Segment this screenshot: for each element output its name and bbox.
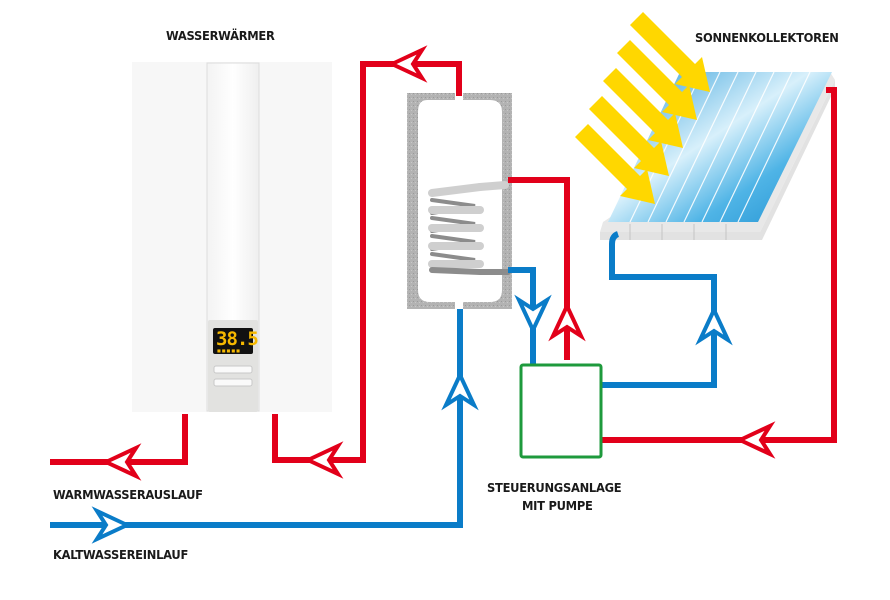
flow-arrow-up-icon [548,301,586,342]
heater-button-up[interactable] [213,365,253,374]
heat-exchanger-coil [428,181,511,275]
flow-arrow-down-icon [514,294,552,335]
control-unit-box [519,363,603,459]
sun-rays [575,12,710,204]
solar-return-pipe [602,87,837,443]
sun-ray-icon [630,12,710,92]
flow-arrow-left-icon [303,441,344,479]
hot-water-outlet-pipe [50,414,188,465]
flow-arrow-right-icon [91,506,132,544]
temperature-readout: 38.5 [216,328,259,350]
tank-to-heater-pipe [272,61,462,463]
flow-arrow-left-icon [387,45,428,83]
flow-arrow-up-icon [695,305,733,346]
solar-collector [600,71,835,240]
sun-ray-icon [575,124,655,204]
sun-ray-icon [589,96,669,176]
label-control-unit-line2: MIT PUMPE [522,498,593,513]
storage-tank [407,93,512,309]
label-control-unit-line1: STEUERUNGSANLAGE [487,480,622,495]
flow-arrow-left-icon [735,421,776,459]
heater-button-down[interactable] [213,378,253,387]
sun-ray-icon [617,40,697,120]
collector-frame-ribs [629,224,727,240]
heater-display: 38.5 ■■■■■ [213,328,259,354]
label-hot-water-outlet: WARMWASSERAUSLAUF [53,487,203,502]
tank-insulation-left [407,93,455,309]
solar-feed-pipe [602,231,717,388]
label-cold-water-inlet: KALTWASSEREINLAUF [53,547,189,562]
label-solar-collectors: SONNENKOLLEKTOREN [695,30,839,45]
flow-arrow-left-icon [101,443,142,481]
coil-supply-pipe [508,177,570,360]
collector-frame [600,80,835,240]
sun-ray-icon [603,68,683,148]
display-indicator: ■■■■■ [217,348,241,353]
flow-arrow-up-icon [441,370,479,411]
hot-water-pipes [50,61,837,465]
water-heater [132,62,332,412]
tank-insulation-right [463,93,512,309]
label-water-heater: WASSERWÄRMER [166,28,275,43]
